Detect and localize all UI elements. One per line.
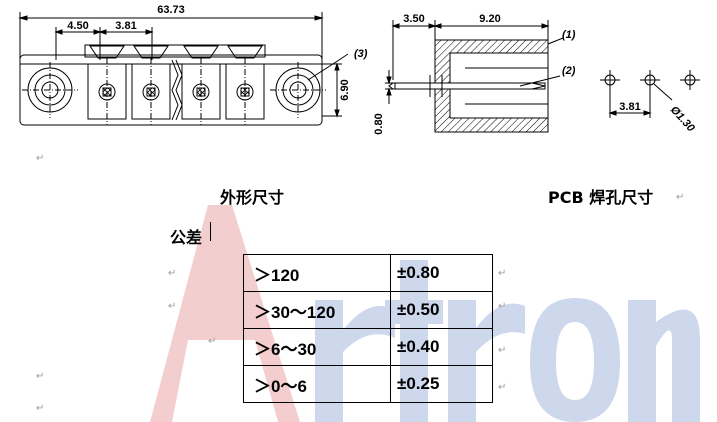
paragraph-mark: ↵ xyxy=(36,371,45,382)
tolerance-range: ＞30～120 xyxy=(243,291,391,329)
caption-pcb-holes: PCB 焊孔尺寸 xyxy=(548,188,654,207)
dim-height: 6.90 xyxy=(339,79,351,100)
tolerance-range: ＞0～6 xyxy=(243,365,391,403)
text-cursor xyxy=(210,222,211,241)
tolerance-table: ＞120 ±0.80 ＞30～120 ±0.50 ＞6～30 ±0.40 ＞0～… xyxy=(243,254,493,403)
table-row: ＞6～30 ±0.40 xyxy=(243,328,493,366)
callout-3: (3) xyxy=(354,48,368,60)
dim-hole-pitch: 3.81 xyxy=(619,101,640,113)
tolerance-value: ±0.40 xyxy=(390,328,493,366)
dim-overall-length: 63.73 xyxy=(157,4,185,16)
dim-body-depth: 9.20 xyxy=(479,13,500,25)
paragraph-mark: ↵ xyxy=(168,268,177,279)
pcb-hole-view xyxy=(600,70,700,118)
paragraph-mark: ↵ xyxy=(498,345,507,356)
tolerance-value: ±0.50 xyxy=(390,291,493,329)
callout-2: (2) xyxy=(562,65,576,77)
paragraph-mark: ↵ xyxy=(36,153,45,164)
front-view xyxy=(18,12,349,126)
tolerance-value: ±0.80 xyxy=(390,254,493,292)
dim-pitch: 3.81 xyxy=(115,20,136,32)
callout-1: (1) xyxy=(562,29,576,41)
table-row: ＞120 ±0.80 xyxy=(243,254,493,292)
tolerance-value: ±0.25 xyxy=(390,365,493,403)
dim-pitch-offset: 4.50 xyxy=(67,20,88,32)
paragraph-mark: ↵ xyxy=(676,192,685,203)
paragraph-mark: ↵ xyxy=(208,336,217,347)
table-row: ＞30～120 ±0.50 xyxy=(243,291,493,329)
side-view xyxy=(385,20,564,133)
paragraph-mark: ↵ xyxy=(168,301,177,312)
paragraph-mark: ↵ xyxy=(36,403,45,414)
watermark-letter-a xyxy=(150,205,300,422)
caption-outline-dimensions: 外形尺寸 xyxy=(220,188,285,207)
table-row: ＞0～6 ±0.25 xyxy=(243,365,493,403)
tolerance-label: 公差 xyxy=(170,228,203,247)
tolerance-range: ＞6～30 xyxy=(243,328,391,366)
dim-pin-thickness: 0.80 xyxy=(373,113,385,134)
tolerance-range: ＞120 xyxy=(243,254,391,292)
dim-hole-diameter: Ø1.30 xyxy=(668,104,698,135)
paragraph-mark: ↵ xyxy=(498,268,507,279)
paragraph-mark: ↵ xyxy=(498,382,507,393)
technical-drawing: 63.73 4.50 3.81 6.90 (3) 3.50 9.20 0 xyxy=(18,4,700,135)
dim-pin-tail: 3.50 xyxy=(403,13,424,25)
paragraph-mark: ↵ xyxy=(498,301,507,312)
